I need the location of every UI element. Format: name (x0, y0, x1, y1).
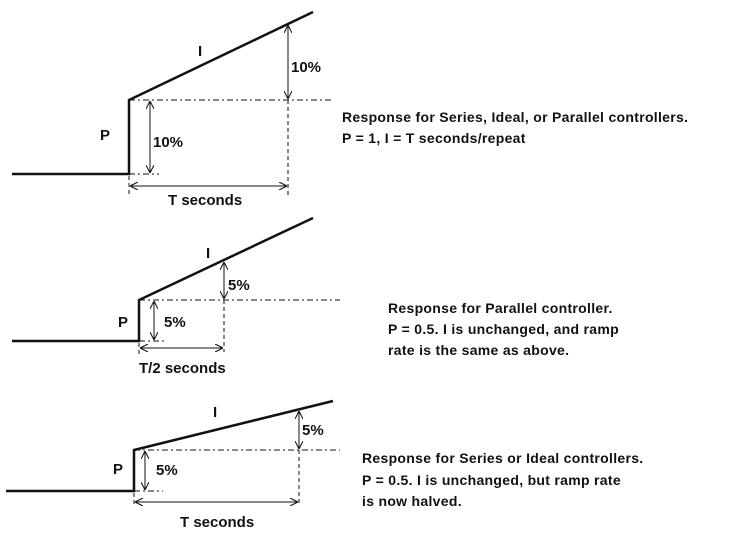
panel-2-parallel: I P 5% 5% T/2 seconds Response for Paral… (12, 216, 623, 377)
label-i: I (198, 43, 202, 60)
p-step-value: 5% (164, 314, 186, 331)
time-label: T seconds (180, 514, 254, 531)
i-rise-value: 10% (291, 59, 321, 76)
label-p: P (100, 127, 110, 144)
panel-3-series-ideal: I P 5% 5% T seconds Response for Series … (6, 399, 648, 531)
time-label: T seconds (168, 192, 242, 209)
p-step-value: 10% (153, 134, 183, 151)
label-i: I (206, 245, 210, 262)
label-p: P (113, 461, 123, 478)
p-step-value: 5% (156, 462, 178, 479)
caption: Response for Parallel controller. P = 0.… (388, 300, 623, 358)
caption: Response for Series or Ideal controllers… (362, 450, 648, 509)
response-curve (12, 10, 314, 176)
response-curve (6, 399, 334, 493)
label-i: I (213, 404, 217, 421)
panel-1-full-p: I P 10% 10% T seconds Response for Serie… (12, 10, 692, 209)
response-curve (12, 216, 314, 343)
i-rise-value: 5% (302, 422, 324, 439)
label-p: P (118, 314, 128, 331)
i-rise-value: 5% (228, 277, 250, 294)
caption: Response for Series, Ideal, or Parallel … (342, 109, 692, 146)
time-label: T/2 seconds (139, 360, 226, 377)
